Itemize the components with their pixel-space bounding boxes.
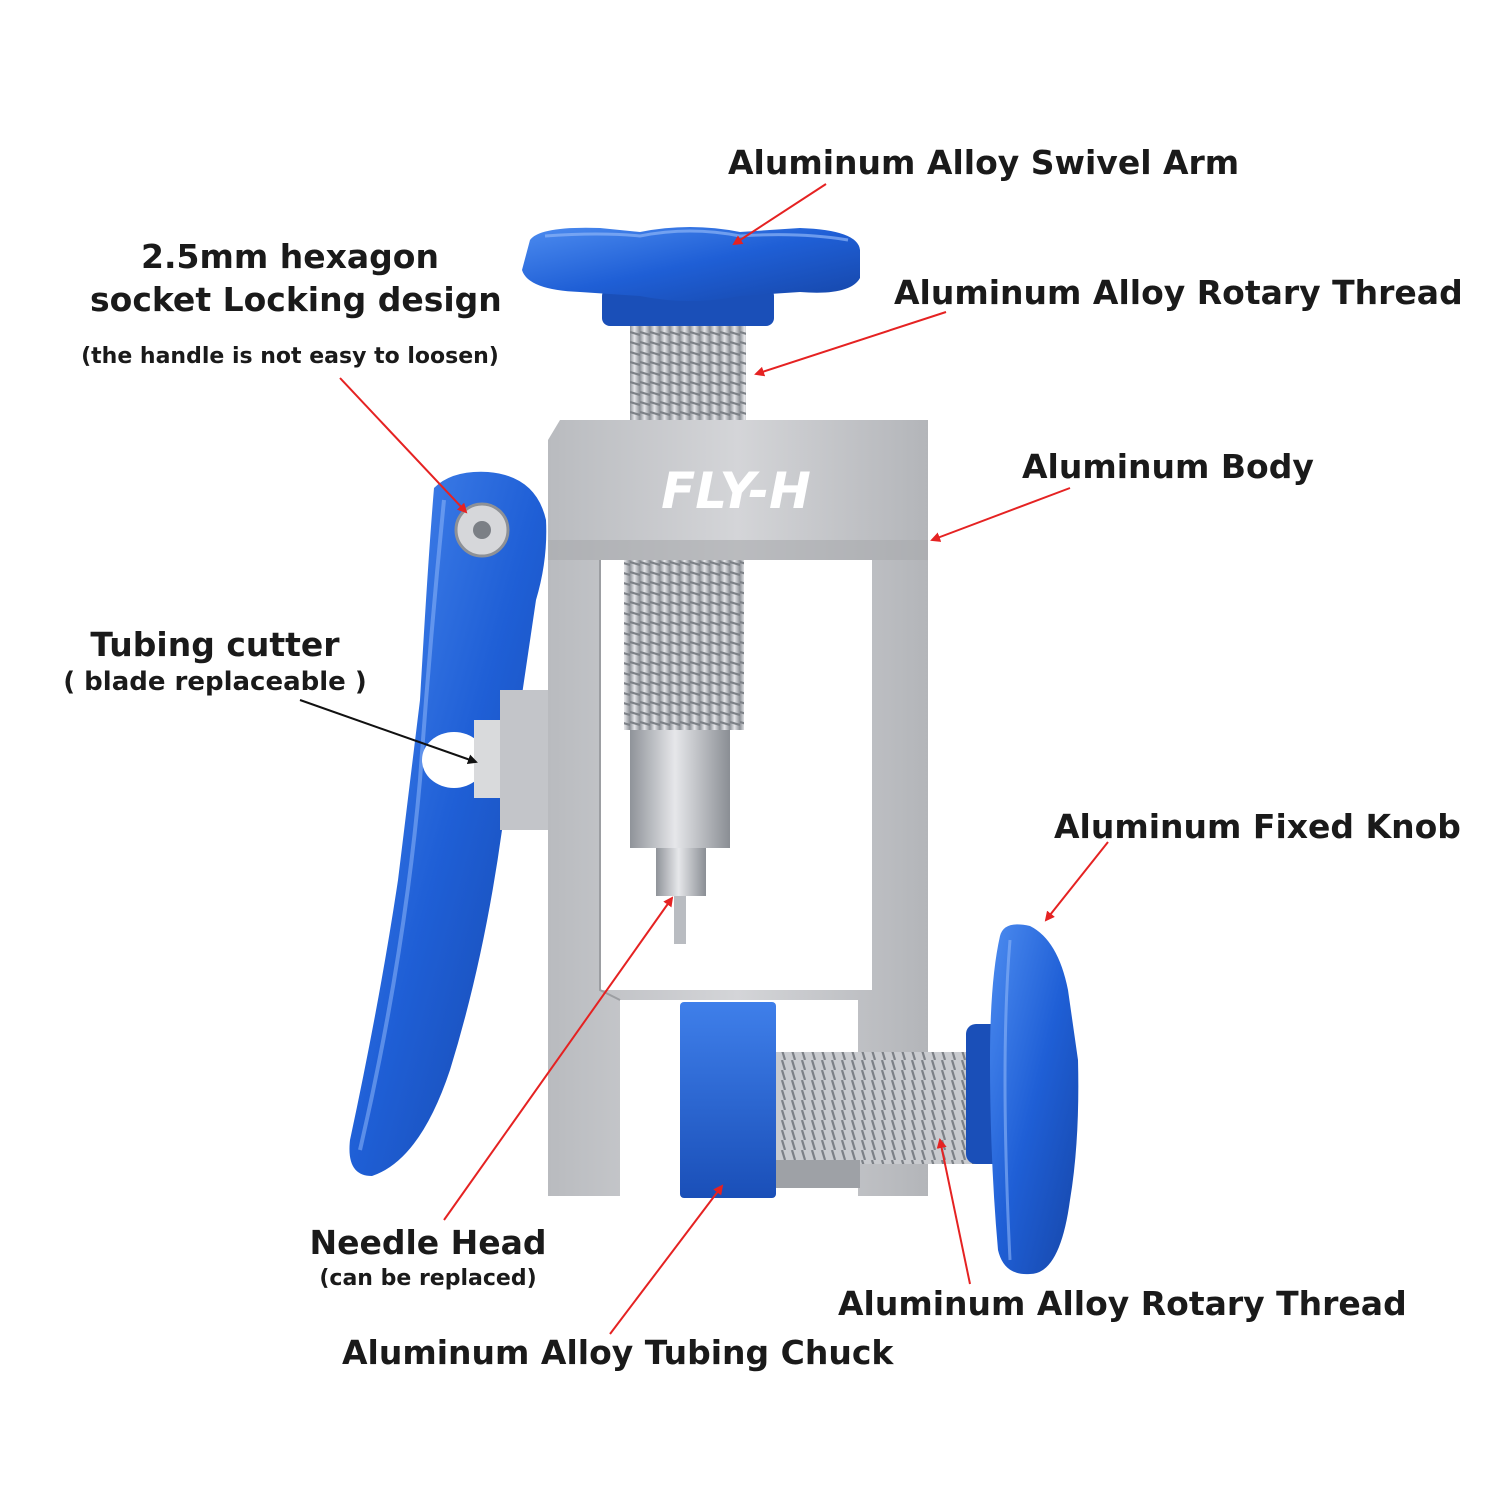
label-fixed-knob: Aluminum Fixed Knob bbox=[1054, 807, 1461, 846]
pointer-body bbox=[930, 487, 1071, 542]
label-tubing-cutter: Tubing cutter bbox=[90, 625, 340, 664]
chuck-track bbox=[760, 1160, 860, 1188]
label-hex-line2: socket Locking design bbox=[90, 280, 502, 319]
label-tubing-cutter-note: ( blade replaceable ) bbox=[63, 667, 367, 697]
pointer-needle-head bbox=[443, 896, 674, 1221]
label-body: Aluminum Body bbox=[1022, 447, 1314, 486]
cutter-block bbox=[500, 690, 548, 830]
label-tubing-chuck: Aluminum Alloy Tubing Chuck bbox=[342, 1333, 894, 1372]
inner-screw-thread bbox=[624, 560, 744, 730]
pointer-tubing-cutter bbox=[299, 699, 478, 765]
pointer-fixed-knob bbox=[1044, 841, 1109, 922]
fixed-knob bbox=[966, 924, 1079, 1275]
bottom-screw-thread bbox=[776, 1052, 976, 1164]
needle-tip bbox=[674, 896, 686, 944]
swivel-arm-knob bbox=[522, 227, 860, 326]
pointer-swivel-arm bbox=[732, 183, 827, 246]
pointer-rotary-thread-bottom bbox=[936, 1138, 971, 1285]
pointer-tubing-chuck bbox=[609, 1184, 724, 1335]
tubing-chuck bbox=[680, 1002, 776, 1198]
label-needle-head: Needle Head bbox=[309, 1223, 547, 1262]
label-needle-head-note: (can be replaced) bbox=[319, 1266, 537, 1291]
label-rotary-thread-top: Aluminum Alloy Rotary Thread bbox=[894, 273, 1463, 312]
needle-holder bbox=[630, 730, 730, 848]
label-hex-line1: 2.5mm hexagon bbox=[141, 237, 439, 276]
swivel-lever bbox=[349, 471, 547, 1176]
label-hex-note: (the handle is not easy to loosen) bbox=[81, 344, 499, 369]
top-screw-thread bbox=[630, 320, 746, 426]
pointer-rotary-thread-top bbox=[754, 311, 947, 377]
label-swivel-arm: Aluminum Alloy Swivel Arm bbox=[728, 143, 1240, 182]
pointer-hex-socket bbox=[339, 377, 468, 514]
needle-sleeve bbox=[656, 848, 706, 896]
brand-logo: FLY-H bbox=[661, 462, 811, 520]
label-rotary-thread-bottom: Aluminum Alloy Rotary Thread bbox=[838, 1284, 1407, 1323]
